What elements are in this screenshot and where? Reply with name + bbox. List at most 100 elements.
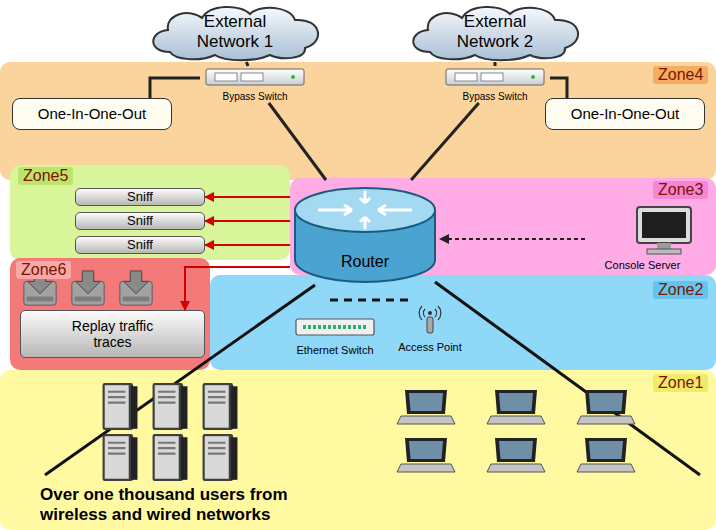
figure-part [642,212,686,238]
node-label: Replay traffic traces [53,318,173,350]
ethernet-switch: Ethernet Switch [285,318,385,358]
node-label: Access Point [398,341,462,354]
zone-label: Zone2 [653,281,708,299]
node-label: External Network 2 [435,12,555,51]
laptop-icon [487,390,545,424]
connector [205,244,290,246]
zone-label: Zone1 [653,374,708,392]
figure-part [303,325,367,329]
figure-part [428,311,432,315]
zone-label: Zone5 [18,167,73,185]
server-icon [103,434,138,481]
access-point: Access Point [395,305,465,355]
connector [185,267,290,310]
zone-fill [10,165,290,260]
connector [550,78,567,98]
figure-part [296,319,374,335]
node-label: Sniff [127,214,153,229]
node-label: Bypass Switch [222,91,287,103]
node-label: Sniff [127,190,153,205]
zone-band: Zone1Over one thousand users from wirele… [0,370,716,530]
figure-part [637,207,691,243]
node-label: Console Server [605,259,681,272]
laptop-icon [397,390,455,424]
figure-part [413,7,578,60]
console-icon [633,205,695,257]
figure-part [241,73,263,81]
figure-part [291,75,295,79]
zone-band: Zone4Bypass Switch Bypass SwitchOne-In-On… [0,62,716,180]
laptop-icon [487,438,545,472]
zone-fill [210,275,716,370]
connector [205,220,290,222]
node-label: Bypass Switch [462,91,527,103]
zone-band: Zone5SniffSniffSniff [10,165,290,260]
figure-part [657,243,671,249]
figure-part [481,73,503,81]
zone-label: Zone3 [653,181,708,199]
console-server: Console Server [585,205,700,273]
figure-part [455,73,477,81]
replay-box: Replay traffic traces [20,310,205,358]
zone-fills [0,62,716,530]
connector [150,78,200,98]
figure-part [647,249,681,254]
disk-icon [120,271,152,305]
more-links-dashes [330,299,410,302]
zone-note: Over one thousand users from wireless an… [40,485,350,524]
dev-icon [205,66,305,88]
ap-icon [418,305,442,335]
sniffer-box: Sniff [75,236,205,254]
bypass-switch: Bypass Switch [440,66,550,103]
figure-part [153,7,318,60]
disk-icon [72,271,104,305]
sniffer-box: Sniff [75,188,205,206]
eth-icon [295,318,375,338]
server-icon [203,383,238,430]
connector [494,62,497,66]
process-box: One-In-One-Out [12,98,172,130]
connector [411,103,479,180]
connector [205,196,290,198]
figure-part [318,191,412,229]
zone-label: Zone4 [653,66,708,84]
figure-part [206,69,304,85]
server-icon [153,434,188,481]
laptop-icon [397,438,455,472]
node-label: Router [341,253,389,271]
zone-band: Zone2Ethernet Switch Access Point [210,275,716,370]
connector [440,238,585,240]
server-icon [153,383,188,430]
node-label: One-In-One-Out [571,105,679,122]
zone-fill [0,62,716,180]
figure-part [215,73,237,81]
router: Router [290,180,440,285]
zone-fill [0,370,716,530]
server-icon [103,383,138,430]
connector [269,103,326,180]
server-icon [203,434,238,481]
zone-label: Zone6 [16,261,71,279]
process-box: One-In-One-Out [545,98,705,130]
node-label: Ethernet Switch [296,344,373,357]
laptop-icon [577,390,635,424]
cloud-network: External Network 2 [400,2,590,62]
zone-band: Zone6Replay traffic traces [10,258,210,370]
cloud-network: External Network 1 [140,2,330,62]
connector [246,62,248,66]
figure-part [295,188,435,232]
sniffer-box: Sniff [75,212,205,230]
node-label: External Network 1 [175,12,295,51]
laptop-icon [577,438,635,472]
figure-part [446,69,544,85]
zone-fill [10,258,210,370]
zone-fill [290,178,716,275]
figure-part [419,306,441,320]
node-label: Sniff [127,238,153,253]
figure-part [531,75,535,79]
figure-part [427,317,433,333]
node-label: One-In-One-Out [38,105,146,122]
bypass-switch: Bypass Switch [200,66,310,103]
dev-icon [445,66,545,88]
